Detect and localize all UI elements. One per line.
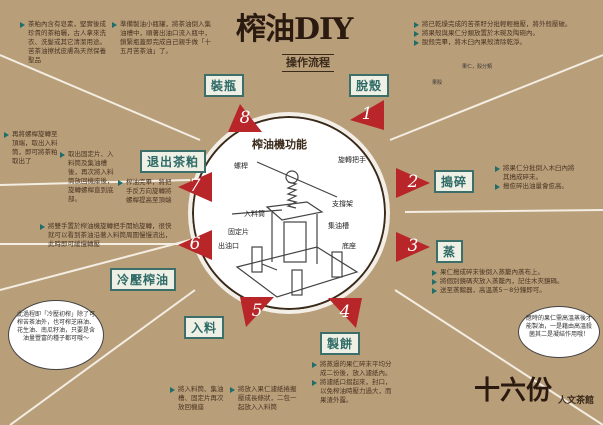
step-4-marker: 4: [328, 298, 362, 328]
step-7-text-b: 取出固定片、入料筒及集油槽後，再次將入料筒放回機座後，旋轉螺桿直到底部。: [60, 150, 118, 204]
step-6-label: 冷壓榨油: [110, 268, 177, 291]
step-3-text: 果仁搗成碎末後倒入蒸籠內蒸布上。將個別鏡碼夾放入蒸籠內，記住木夾鏡碼。送至蒸餾器…: [432, 268, 602, 295]
step-5-label: 入料: [184, 316, 225, 339]
step-3-marker: 3: [396, 232, 430, 262]
step-2-text: 將果仁分批倒入木臼內將其搗成碎末。搗愈碎出油量會愈高。: [495, 164, 577, 191]
page-title: 榨油DIY: [236, 12, 353, 47]
step-7-marker: 7: [178, 172, 212, 202]
step-4-label: 製餅: [320, 332, 361, 355]
part-label-feed-tube: 入料筒: [244, 210, 265, 218]
part-label-support: 支撐架: [332, 200, 353, 208]
step-1-label: 脫殼: [349, 74, 390, 97]
step-2-marker: 2: [396, 168, 430, 198]
part-label-base: 底座: [342, 242, 356, 250]
part-label-handle: 旋轉把手: [338, 156, 366, 164]
oil-press-illustration: [231, 161, 359, 298]
page-subtitle: 操作流程: [282, 54, 334, 72]
part-label-outlet: 出油口: [218, 242, 239, 250]
step-5-text-a: 將入料筒、集油槽、固定片再次放回機座: [170, 385, 226, 412]
note-shell: 果殼: [432, 80, 443, 86]
step-1-marker: 1: [350, 100, 384, 130]
step-2-label: 搗碎: [434, 170, 475, 193]
part-label-oil-tank: 集油槽: [328, 222, 349, 230]
step-8-text: 準備製油小瓶罐，將茶油倒入集油槽中，順著出油口流入瓶中，鎖緊瓶蓋即完成自己親手做…: [112, 20, 212, 56]
step-7-text-c: 榨油完畢，將把手反方向旋轉將螺桿提高至頂端: [118, 178, 176, 205]
step-8-label: 裝瓶: [204, 74, 245, 97]
part-label-fixing-plate: 固定片: [228, 228, 249, 236]
step-6-text: 將雙手置於榨油機旋轉把手開始旋轉，很快就可以看到茶油沿著入料筒周圍慢慢流出，此時…: [40, 222, 176, 249]
step-4-text: 將蒸過的果仁碎末平均分成二份後，放入濾紙內。將濾紙口摺起來，封口，以免榨油時壓力…: [312, 360, 396, 405]
part-label-screw: 螺桿: [234, 162, 248, 170]
step-5-text-b: 將放入果仁濾紙捲搬壓成長條狀，二包一起放入入料筒: [230, 385, 302, 412]
step-7-label: 退出茶粕: [140, 150, 207, 173]
step-1-text: 將已乾燥完成的苦茶籽分批輕輕搗壓，將外殼壓破。將果殼與果仁分類放置於木碗及陶碗內…: [414, 20, 599, 47]
logo-main: 十六份: [474, 376, 553, 406]
step-7-text-a: 再將螺桿旋轉至頂端，取出入料筒，即可將茶粕取出了: [4, 130, 58, 166]
tip-cold-press-bubble: 此過程即「冷壓初榨」除了可榨苦茶油外，也可榨芝麻油、花生油、南瓜籽油，只要是含油…: [8, 300, 104, 370]
diagram-title: 榨油機功能: [252, 138, 307, 151]
step-6-marker: 6: [178, 230, 212, 260]
tip-steam-bubble: 應時的果仁需高溫蒸後才能製油，一是藉由高溫殺菌其二是凝結作用哦！: [518, 306, 600, 358]
step-5-marker: 5: [240, 297, 274, 327]
step-8-marker: 8: [228, 104, 262, 134]
note-separate: 果仁，殼分類: [462, 64, 493, 70]
step-3-label: 蒸: [436, 240, 464, 263]
tip-tea-cake: 茶粕內含有皂素，堅實後成珍貴的茶粕曬，古人拿來洗衣、洗髮或其它清潔用途。苦茶油擦…: [20, 20, 108, 65]
logo-sub: 人文茶館: [558, 396, 595, 406]
press-diagram: 榨油機功能 螺桿 旋轉把手 支撐架 入料筒 集油槽 固定片 出油口 底座: [188, 112, 390, 314]
